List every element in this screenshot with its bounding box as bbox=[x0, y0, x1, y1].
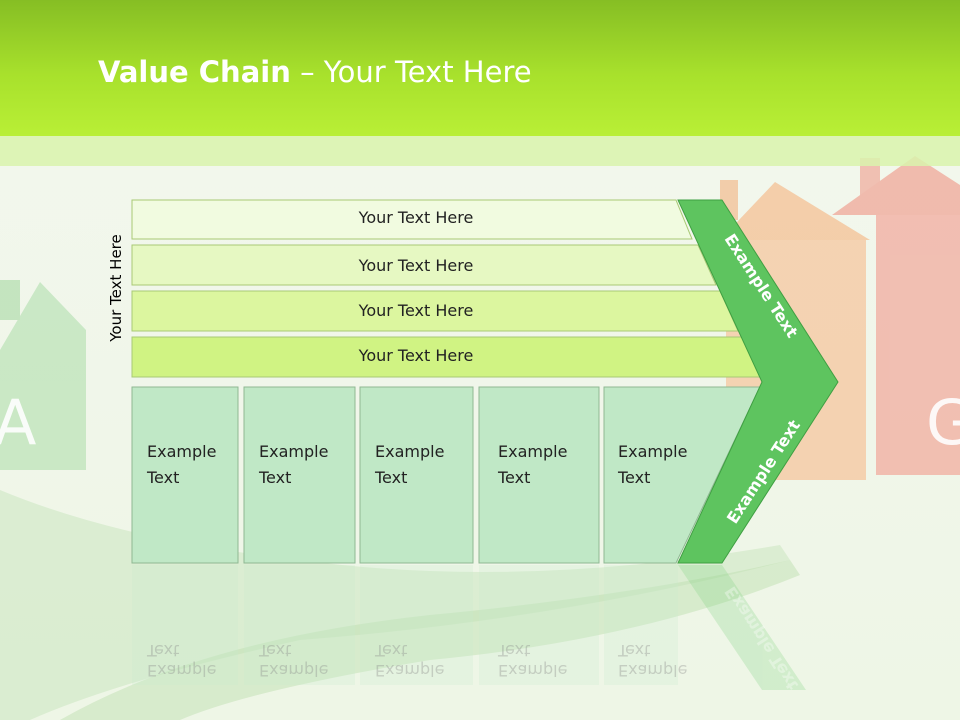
box-reflection-3-line2: Text bbox=[375, 641, 408, 660]
header-strip bbox=[0, 136, 960, 166]
bar-1-shape bbox=[131, 199, 693, 240]
box-2-shape bbox=[243, 386, 356, 564]
letter-g: G bbox=[926, 386, 960, 459]
box-text-4-line1: Example bbox=[498, 442, 568, 461]
box-text-4-line2: Text bbox=[498, 468, 531, 487]
box-text-2-line1: Example bbox=[259, 442, 329, 461]
box-text-4: Example Text bbox=[498, 439, 598, 491]
box-reflection-1-line1: Example bbox=[147, 661, 217, 680]
header-band bbox=[0, 0, 960, 136]
bar-label-1: Your Text Here bbox=[358, 208, 474, 227]
boxes-reflection bbox=[132, 565, 806, 690]
box-3-shape bbox=[359, 386, 474, 564]
box-reflection-1-line2: Text bbox=[147, 641, 180, 660]
box-reflection-5-line2: Text bbox=[618, 641, 651, 660]
box-reflection-2-line2: Text bbox=[259, 641, 292, 660]
box-text-2: Example Text bbox=[259, 439, 359, 491]
green-house-icon bbox=[0, 280, 86, 470]
bar-2-shape bbox=[131, 244, 717, 286]
bar-label-3: Your Text Here bbox=[358, 301, 474, 320]
box-1-shape bbox=[131, 386, 239, 564]
title-bold: Value Chain bbox=[98, 55, 291, 89]
bar-label-4: Your Text Here bbox=[358, 346, 474, 365]
box-text-2-line2: Text bbox=[259, 468, 292, 487]
box-4-shape bbox=[478, 386, 600, 564]
letter-a: A bbox=[0, 386, 36, 459]
box-text-1: Example Text bbox=[147, 439, 247, 491]
box-text-3: Example Text bbox=[375, 439, 475, 491]
box-text-1-line2: Text bbox=[147, 468, 180, 487]
box-text-5-line2: Text bbox=[618, 468, 651, 487]
box-text-3-line1: Example bbox=[375, 442, 445, 461]
box-text-3-line2: Text bbox=[375, 468, 408, 487]
title-rest: – Your Text Here bbox=[290, 55, 532, 89]
box-text-1-line1: Example bbox=[147, 442, 217, 461]
box-text-5: Example Text bbox=[618, 439, 718, 491]
side-label: Your Text Here bbox=[107, 234, 125, 342]
box-text-5-line1: Example bbox=[618, 442, 688, 461]
box-reflection-3-line1: Example bbox=[375, 661, 445, 680]
box-5-shape bbox=[603, 386, 761, 564]
box-reflection-5-line1: Example bbox=[618, 661, 688, 680]
chevron-shape bbox=[677, 199, 839, 564]
bar-label-2: Your Text Here bbox=[358, 256, 474, 275]
box-reflection-4-line1: Example bbox=[498, 661, 568, 680]
box-reflection-4-line2: Text bbox=[498, 641, 531, 660]
page-title: Value Chain – Your Text Here bbox=[98, 55, 532, 89]
box-reflection-2-line1: Example bbox=[259, 661, 329, 680]
